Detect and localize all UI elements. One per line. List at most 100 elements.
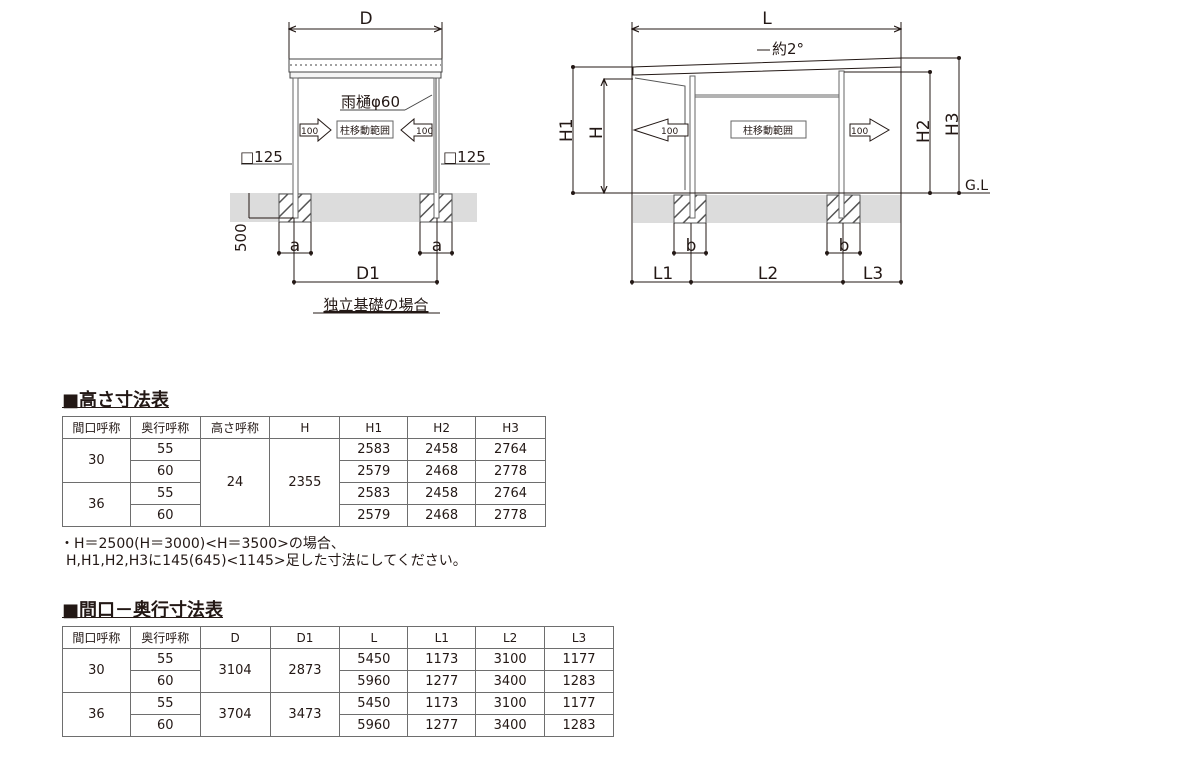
l1-cell: 1173 bbox=[407, 692, 477, 715]
h1-cell: 2583 bbox=[339, 438, 409, 461]
width-cell: 30 bbox=[62, 438, 131, 483]
diagrams: D 雨樋φ60 □125 □125 100 100 柱移動範囲 500 a a … bbox=[230, 9, 990, 314]
header-cell: D1 bbox=[269, 626, 341, 649]
table-row: 36 55 3704 3473 5450 1173 3100 1177 bbox=[62, 692, 614, 737]
gl-label: G.L bbox=[965, 178, 988, 194]
arrow-left-icon bbox=[632, 118, 689, 142]
range-label: 柱移動範囲 bbox=[340, 124, 390, 137]
width-depth-table: 間口呼称 奥行呼称 D D1 L L1 L2 L3 30 55 3104 287… bbox=[62, 626, 614, 737]
h1-cell: 2583 bbox=[339, 482, 409, 505]
l2-cell: 3400 bbox=[475, 714, 546, 737]
l1-cell: 1173 bbox=[407, 648, 477, 671]
arrow-left-value: 100 bbox=[416, 127, 433, 137]
l3-cell: 1283 bbox=[544, 670, 614, 693]
header-cell: H bbox=[269, 416, 341, 439]
arrow-right-value: 100 bbox=[301, 127, 318, 137]
d-cell: 3104 bbox=[199, 648, 271, 693]
table-row: 36 55 2583 2458 2764 bbox=[62, 482, 546, 527]
arrow-right-icon bbox=[299, 117, 332, 143]
table-header-row: 間口呼称 奥行呼称 D D1 L L1 L2 L3 bbox=[62, 626, 614, 649]
table-row: 60 2579 2468 2778 bbox=[63, 460, 546, 483]
l3-cell: 1283 bbox=[544, 714, 614, 737]
l-cell: 5960 bbox=[339, 670, 409, 693]
table-row: 30 55 3104 2873 5450 1173 3100 1177 bbox=[62, 648, 614, 693]
arrow-left-icon bbox=[400, 117, 433, 143]
width-cell: 36 bbox=[62, 692, 131, 737]
h3-cell: 2764 bbox=[475, 438, 546, 461]
arrow-right-value: 100 bbox=[851, 127, 868, 137]
h3-cell: 2778 bbox=[475, 460, 546, 483]
depth-cell: 55 bbox=[129, 482, 201, 505]
header-cell: L1 bbox=[407, 626, 477, 649]
depth-cell: 60 bbox=[129, 504, 201, 527]
post-size-right-label: □125 bbox=[443, 148, 486, 166]
header-cell: 間口呼称 bbox=[62, 416, 131, 439]
dim-L1-label: L1 bbox=[653, 264, 673, 284]
table-header-row: 間口呼称 奥行呼称 高さ呼称 H H1 H2 H3 bbox=[62, 416, 546, 439]
caption: 独立基礎の場合 bbox=[323, 296, 428, 314]
header-cell: H2 bbox=[407, 416, 477, 439]
dim-b-right-label: b bbox=[839, 236, 850, 256]
width-cell: 30 bbox=[62, 648, 131, 693]
dim-L2-label: L2 bbox=[758, 264, 778, 284]
header-cell: L3 bbox=[544, 626, 614, 649]
header-cell: 間口呼称 bbox=[62, 626, 131, 649]
h2-cell: 2458 bbox=[407, 438, 477, 461]
header-cell: 高さ呼称 bbox=[199, 416, 271, 439]
range-label: 柱移動範囲 bbox=[743, 124, 793, 137]
l3-cell: 1177 bbox=[544, 692, 614, 715]
post-size-left-label: □125 bbox=[240, 148, 283, 166]
depth-cell: 60 bbox=[129, 460, 201, 483]
arrow-right-icon bbox=[849, 118, 890, 142]
d-cell: 3704 bbox=[199, 692, 271, 737]
post-right bbox=[838, 70, 845, 219]
l2-cell: 3400 bbox=[475, 670, 546, 693]
l-cell: 5960 bbox=[339, 714, 409, 737]
depth-cell: 55 bbox=[129, 692, 201, 715]
note-line-2: H,H1,H2,H3に145(645)<1145>足した寸法にしてください。 bbox=[66, 553, 467, 569]
dim-L-label: L bbox=[762, 9, 772, 29]
dim-a-left-label: a bbox=[290, 236, 300, 256]
front-view-diagram bbox=[572, 22, 990, 285]
table-row: 60 5960 1277 3400 1283 bbox=[63, 670, 614, 693]
dim-D-label: D bbox=[359, 9, 372, 29]
arrow-left-value: 100 bbox=[661, 127, 678, 137]
width-depth-table-title: ■間口－奥行寸法表 bbox=[62, 600, 224, 621]
dim-H-label: H bbox=[587, 126, 607, 139]
h2-cell: 2458 bbox=[407, 482, 477, 505]
header-cell: L bbox=[339, 626, 409, 649]
height-name-cell: 24 bbox=[199, 438, 271, 527]
table-row: 30 55 24 2355 2583 2458 2764 bbox=[62, 438, 546, 527]
height-table: 間口呼称 奥行呼称 高さ呼称 H H1 H2 H3 30 55 24 2355 … bbox=[62, 416, 546, 527]
height-table-title: ■高さ寸法表 bbox=[62, 390, 170, 411]
l-cell: 5450 bbox=[339, 648, 409, 671]
h3-cell: 2764 bbox=[475, 482, 546, 505]
h2-cell: 2468 bbox=[407, 460, 477, 483]
l-cell: 5450 bbox=[339, 692, 409, 715]
width-cell: 36 bbox=[62, 482, 131, 527]
dim-b-left-label: b bbox=[686, 236, 697, 256]
depth-cell: 55 bbox=[129, 648, 201, 671]
side-view-diagram bbox=[230, 22, 490, 285]
dim-H3-label: H3 bbox=[943, 112, 963, 136]
l3-cell: 1177 bbox=[544, 648, 614, 671]
dim-L3-label: L3 bbox=[863, 264, 883, 284]
l1-cell: 1277 bbox=[407, 670, 477, 693]
table-row: 60 5960 1277 3400 1283 bbox=[63, 714, 614, 737]
dim-H2-label: H2 bbox=[914, 119, 934, 143]
ground-band bbox=[633, 195, 901, 223]
header-cell: 奥行呼称 bbox=[129, 626, 201, 649]
slope-label: 約2° bbox=[772, 40, 804, 58]
h1-cell: 2579 bbox=[339, 504, 409, 527]
gutter-label: 雨樋φ60 bbox=[341, 93, 400, 111]
dim-a-right-label: a bbox=[432, 236, 442, 256]
dim-H1-label: H1 bbox=[557, 118, 577, 142]
depth-cell: 60 bbox=[129, 714, 201, 737]
l1-cell: 1277 bbox=[407, 714, 477, 737]
post-left bbox=[292, 77, 299, 219]
l2-cell: 3100 bbox=[475, 692, 546, 715]
h2-cell: 2468 bbox=[407, 504, 477, 527]
post-left bbox=[689, 75, 696, 219]
h1-cell: 2579 bbox=[339, 460, 409, 483]
header-cell: D bbox=[199, 626, 271, 649]
